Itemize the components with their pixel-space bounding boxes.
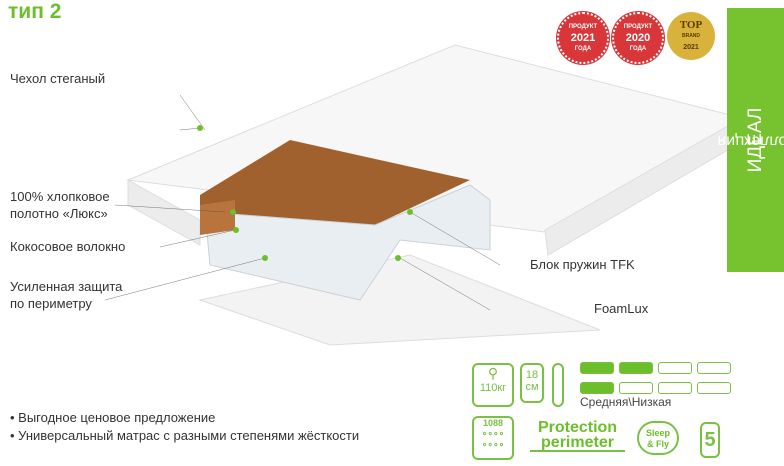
firmness-bar: [658, 362, 692, 374]
firmness-bar: [697, 382, 731, 394]
weight-icon: ⚲110кг: [472, 363, 514, 407]
page-title: тип 2: [8, 0, 62, 23]
bullet-item: • Выгодное ценовое предложение: [10, 410, 216, 425]
firmness-bar: [580, 382, 614, 394]
label-coconut: Кокосовое волокно: [10, 239, 126, 254]
firmness-bar: [619, 362, 653, 374]
collection-prefix: коллекция: [716, 132, 784, 150]
sleep-fly-icon: Sleep & Fly: [637, 421, 679, 455]
firmness-bar: [658, 382, 692, 394]
warranty-icon: 5: [700, 422, 720, 458]
firmness-bar: [580, 362, 614, 374]
bullet-item: • Универсальный матрас с разными степеня…: [10, 428, 360, 443]
firmness-label: Средняя\Низкая: [580, 395, 672, 409]
label-cover: Чехол стеганый: [10, 71, 106, 86]
label-cotton: 100% хлопковое полотно «Люкс»: [10, 189, 110, 221]
ruler-icon: [552, 363, 564, 407]
label-foam: FoamLux: [594, 301, 649, 316]
bullet-list: • Выгодное ценовое предложение • Универс…: [10, 409, 359, 445]
firmness-bar: [619, 382, 653, 394]
label-perimeter: Усиленная защита по периметру: [10, 279, 123, 311]
label-springs: Блок пружин TFK: [530, 257, 635, 272]
collection-panel: коллекция ИДЕАЛ: [717, 8, 784, 272]
firmness-scale: [580, 362, 731, 394]
protection-perimeter-icon: Protection perimeter: [530, 420, 625, 452]
firmness-bar: [697, 362, 731, 374]
springs-count-icon: 1088∘∘∘∘∘∘∘∘: [472, 416, 514, 460]
